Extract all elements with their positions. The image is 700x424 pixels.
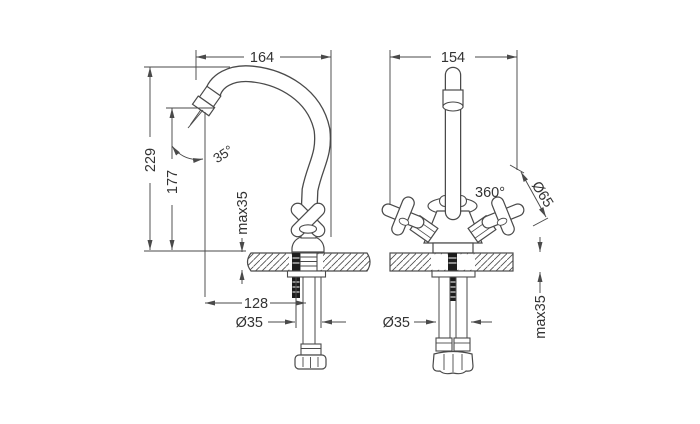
dim-deck-max-front: max35 [533,295,549,339]
mounting-shank-front [431,253,476,375]
dimensions-front [389,50,549,325]
mounting-shank-side [286,252,327,370]
front-view: 154 360° Ø65 Ø35 max35 [381,50,556,375]
mounting-washer-front [431,270,476,278]
hose-nut-front [432,350,474,375]
dim-deck-max-side: max35 [235,191,251,235]
hose-nut-side [294,354,327,370]
gooseneck-spout [203,65,332,215]
base-plate [432,242,474,254]
cross-handle-left [381,196,425,236]
faucet-base-bell [291,236,325,253]
aerator-front [442,89,464,112]
dim-spout-reach: 164 [250,50,274,66]
hose-collar-left [435,337,453,352]
dim-swivel-angle: 360° [475,185,505,201]
supply-pipe-right [455,276,468,341]
dim-width-total: 154 [441,50,465,66]
dim-handle-diameter: Ø65 [528,179,556,211]
spout-aerator [189,85,222,126]
dim-axis-to-tip: 128 [244,296,268,312]
hose-collar-right [453,337,471,352]
dimensions-side [144,50,346,325]
dim-height-spout: 177 [165,170,181,194]
mounting-washer-side [286,270,327,278]
dim-shank-diameter-front: Ø35 [383,315,410,331]
dim-spout-angle: 35° [210,142,235,166]
dim-shank-diameter-side: Ø35 [236,315,263,331]
supply-pipe-left [438,276,451,341]
hose-collar-side [300,343,322,356]
cross-handle-right [481,196,525,236]
side-view: 164 229 177 35° max35 128 Ø35 [143,50,371,370]
dim-height-total: 229 [143,148,159,172]
cross-handle-side [290,202,326,238]
